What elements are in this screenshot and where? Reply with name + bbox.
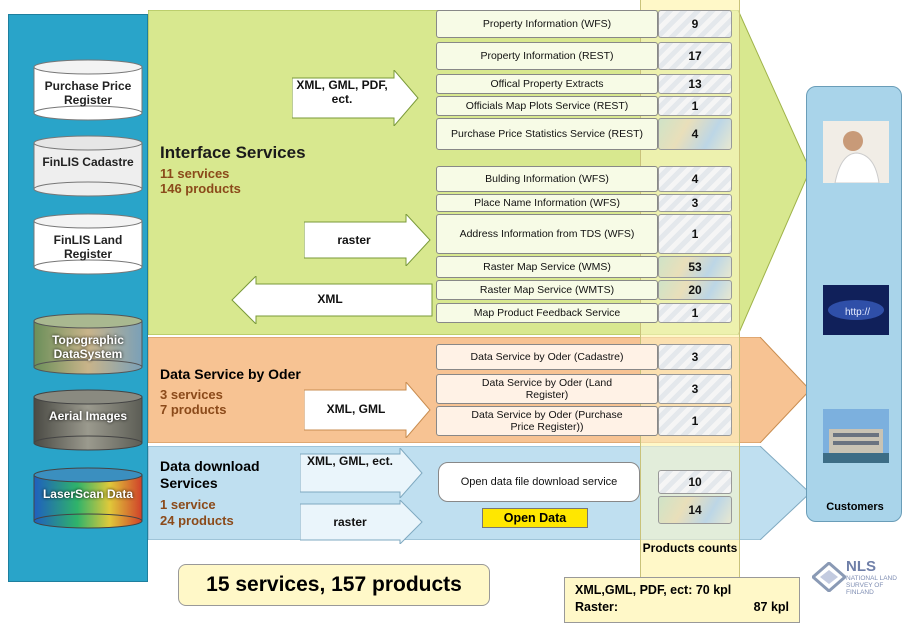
customer-building-photo — [823, 409, 889, 463]
product-count: 14 — [658, 496, 732, 524]
interface-services-title: Interface Services — [160, 143, 306, 162]
download-raster-label: raster — [333, 515, 367, 529]
service-item: Raster Map Service (WMS) — [436, 256, 658, 278]
interface-xml-back-label: XML — [317, 292, 343, 306]
source-finlis-cadastre: FinLIS Cadastre — [33, 135, 143, 197]
customers-label: Customers — [826, 501, 884, 513]
service-item: Address Information from TDS (WFS) — [436, 214, 658, 254]
service-item: Raster Map Service (WMTS) — [436, 280, 658, 300]
product-count: 17 — [658, 42, 732, 70]
product-count: 3 — [658, 344, 732, 370]
order-products-count: 7 products — [160, 402, 227, 417]
download-raster-arrow — [300, 500, 423, 544]
product-count: 4 — [658, 118, 732, 150]
summary-box: 15 services, 157 products — [178, 564, 490, 606]
download-formats-label: XML, GML, ect. — [306, 454, 393, 468]
product-count: 3 — [658, 374, 732, 404]
download-services-count: 1 service — [160, 497, 216, 512]
product-count: 20 — [658, 280, 732, 300]
product-count: 1 — [658, 303, 732, 323]
source-purchase-price-register: Purchase Price Register — [33, 59, 143, 121]
data-sources-column: Purchase Price Register FinLIS Cadastre … — [8, 14, 148, 582]
download-services-title: Data download Services — [160, 458, 260, 491]
nls-logo-name: NLS — [846, 558, 876, 575]
svg-text:http://: http:// — [845, 307, 870, 318]
products-counts-label: Products counts — [642, 541, 738, 555]
interface-formats-arrow — [292, 70, 419, 126]
product-count: 53 — [658, 256, 732, 278]
source-finlis-land-register: FinLIS Land Register — [33, 213, 143, 275]
product-count: 1 — [658, 214, 732, 254]
totals-line-2: Raster: 87 kpl — [575, 599, 789, 616]
service-item: Property Information (WFS) — [436, 10, 658, 38]
service-item: Officials Map Plots Service (REST) — [436, 96, 658, 116]
service-item: Place Name Information (WFS) — [436, 194, 658, 212]
customer-web-photo: http:// — [823, 285, 889, 335]
nls-logo-mark-icon — [812, 562, 846, 592]
totals-raster-label: Raster: — [575, 600, 619, 614]
source-label: Aerial Images — [48, 409, 128, 423]
interface-products-count: 146 products — [160, 181, 241, 196]
source-label: Purchase Price Register — [44, 79, 132, 107]
order-services-count: 3 services — [160, 387, 223, 402]
service-item: Map Product Feedback Service — [436, 303, 658, 323]
nls-logo-subtitle: NATIONAL LAND SURVEY OF FINLAND — [846, 575, 897, 596]
customer-person-photo — [823, 121, 889, 183]
service-item: Property Information (REST) — [436, 42, 658, 70]
source-label: LaserScan Data — [42, 487, 134, 501]
source-aerial-images: Aerial Images — [33, 389, 143, 451]
product-count: 1 — [658, 96, 732, 116]
source-label: Topographic DataSystem — [52, 333, 124, 361]
source-label: FinLIS Land Register — [53, 233, 123, 261]
service-item: Data Service by Oder (Land Register) — [436, 374, 658, 404]
interface-xml-back-arrow — [231, 276, 433, 324]
nls-logo: NLS NATIONAL LAND SURVEY OF FINLAND — [812, 556, 902, 602]
interface-formats-label: XML, GML, PDF, ect. — [296, 78, 388, 106]
customers-panel: http:// Customers — [806, 86, 902, 522]
totals-raster-value: 87 kpl — [753, 600, 789, 614]
source-laserscan-data: LaserScan Data — [33, 467, 143, 529]
product-count: 13 — [658, 74, 732, 94]
source-label: FinLIS Cadastre — [42, 155, 134, 169]
product-count: 3 — [658, 194, 732, 212]
product-count: 1 — [658, 406, 732, 436]
totals-box: XML,GML, PDF, ect: 70 kpl Raster: 87 kpl — [564, 577, 800, 623]
interface-raster-label: raster — [337, 233, 371, 247]
totals-line-1: XML,GML, PDF, ect: 70 kpl — [575, 583, 732, 597]
download-products-count: 24 products — [160, 513, 234, 528]
open-data-badge: Open Data — [482, 508, 588, 528]
source-topographic-datasystem: Topographic DataSystem — [33, 313, 143, 375]
order-formats-arrow — [304, 382, 431, 438]
interface-services-count: 11 services — [160, 166, 230, 181]
download-formats-arrow — [300, 448, 423, 498]
service-item: Data Service by Oder (Purchase Price Reg… — [436, 406, 658, 436]
service-item: Purchase Price Statistics Service (REST) — [436, 118, 658, 150]
service-item: Offical Property Extracts — [436, 74, 658, 94]
open-data-download-service: Open data file download service — [438, 462, 640, 502]
order-formats-label: XML, GML — [326, 402, 386, 416]
product-count: 10 — [658, 470, 732, 494]
product-count: 9 — [658, 10, 732, 38]
interface-raster-arrow — [304, 214, 431, 266]
service-item: Data Service by Oder (Cadastre) — [436, 344, 658, 370]
product-count: 4 — [658, 166, 732, 192]
service-item: Bulding Information (WFS) — [436, 166, 658, 192]
order-services-title: Data Service by Oder — [160, 366, 301, 382]
